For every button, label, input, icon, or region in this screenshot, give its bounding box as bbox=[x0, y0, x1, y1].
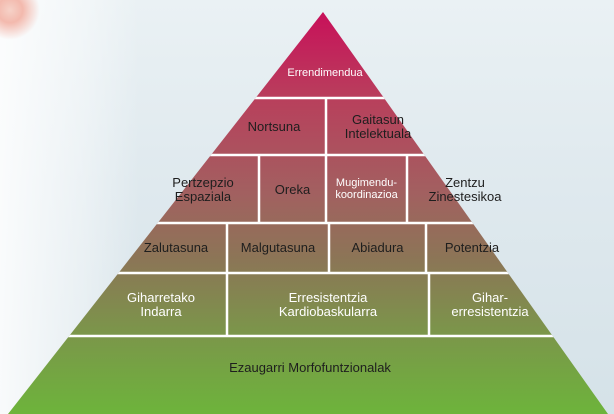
pyramid-base-ezaugarri-morfofuntzionalak: Ezaugarri Morfofuntzionalak bbox=[229, 360, 391, 376]
pyramid-zalutasuna: Zalutasuna bbox=[143, 240, 209, 256]
pyramid-giharretako-indarra: Giharretako Indarra bbox=[127, 290, 195, 319]
pyramid-erresistentzia-kardiobaskularra: Erresistentzia Kardiobaskularra bbox=[278, 290, 378, 319]
pyramid-mugimendu-koordinazioa: Mugimendu- koordinazioa bbox=[335, 177, 398, 201]
pyramid-top-errendimendua: Errendimendua bbox=[287, 67, 363, 80]
pyramid-oreka: Oreka bbox=[274, 182, 311, 198]
pyramid-nortsuna: Nortsuna bbox=[247, 119, 301, 135]
background-corner-decoration bbox=[0, 0, 40, 40]
pyramid-pertzepzio-espaziala: Pertzepzio Espaziala bbox=[172, 175, 234, 204]
pyramid-zentzu-zinestesikoa: Zentzu Zinestesikoa bbox=[428, 175, 502, 204]
pyramid-body bbox=[8, 12, 608, 414]
pyramid-potentzia: Potentzia bbox=[444, 240, 500, 256]
pyramid-gaitasun-intelektuala: Gaitasun Intelektuala bbox=[344, 112, 412, 141]
pyramid-malgutasuna: Malgutasuna bbox=[240, 240, 316, 256]
pyramid-abiadura: Abiadura bbox=[351, 240, 404, 256]
pyramid-gihar-erresistentzia: Gihar- erresistentzia bbox=[451, 290, 529, 319]
